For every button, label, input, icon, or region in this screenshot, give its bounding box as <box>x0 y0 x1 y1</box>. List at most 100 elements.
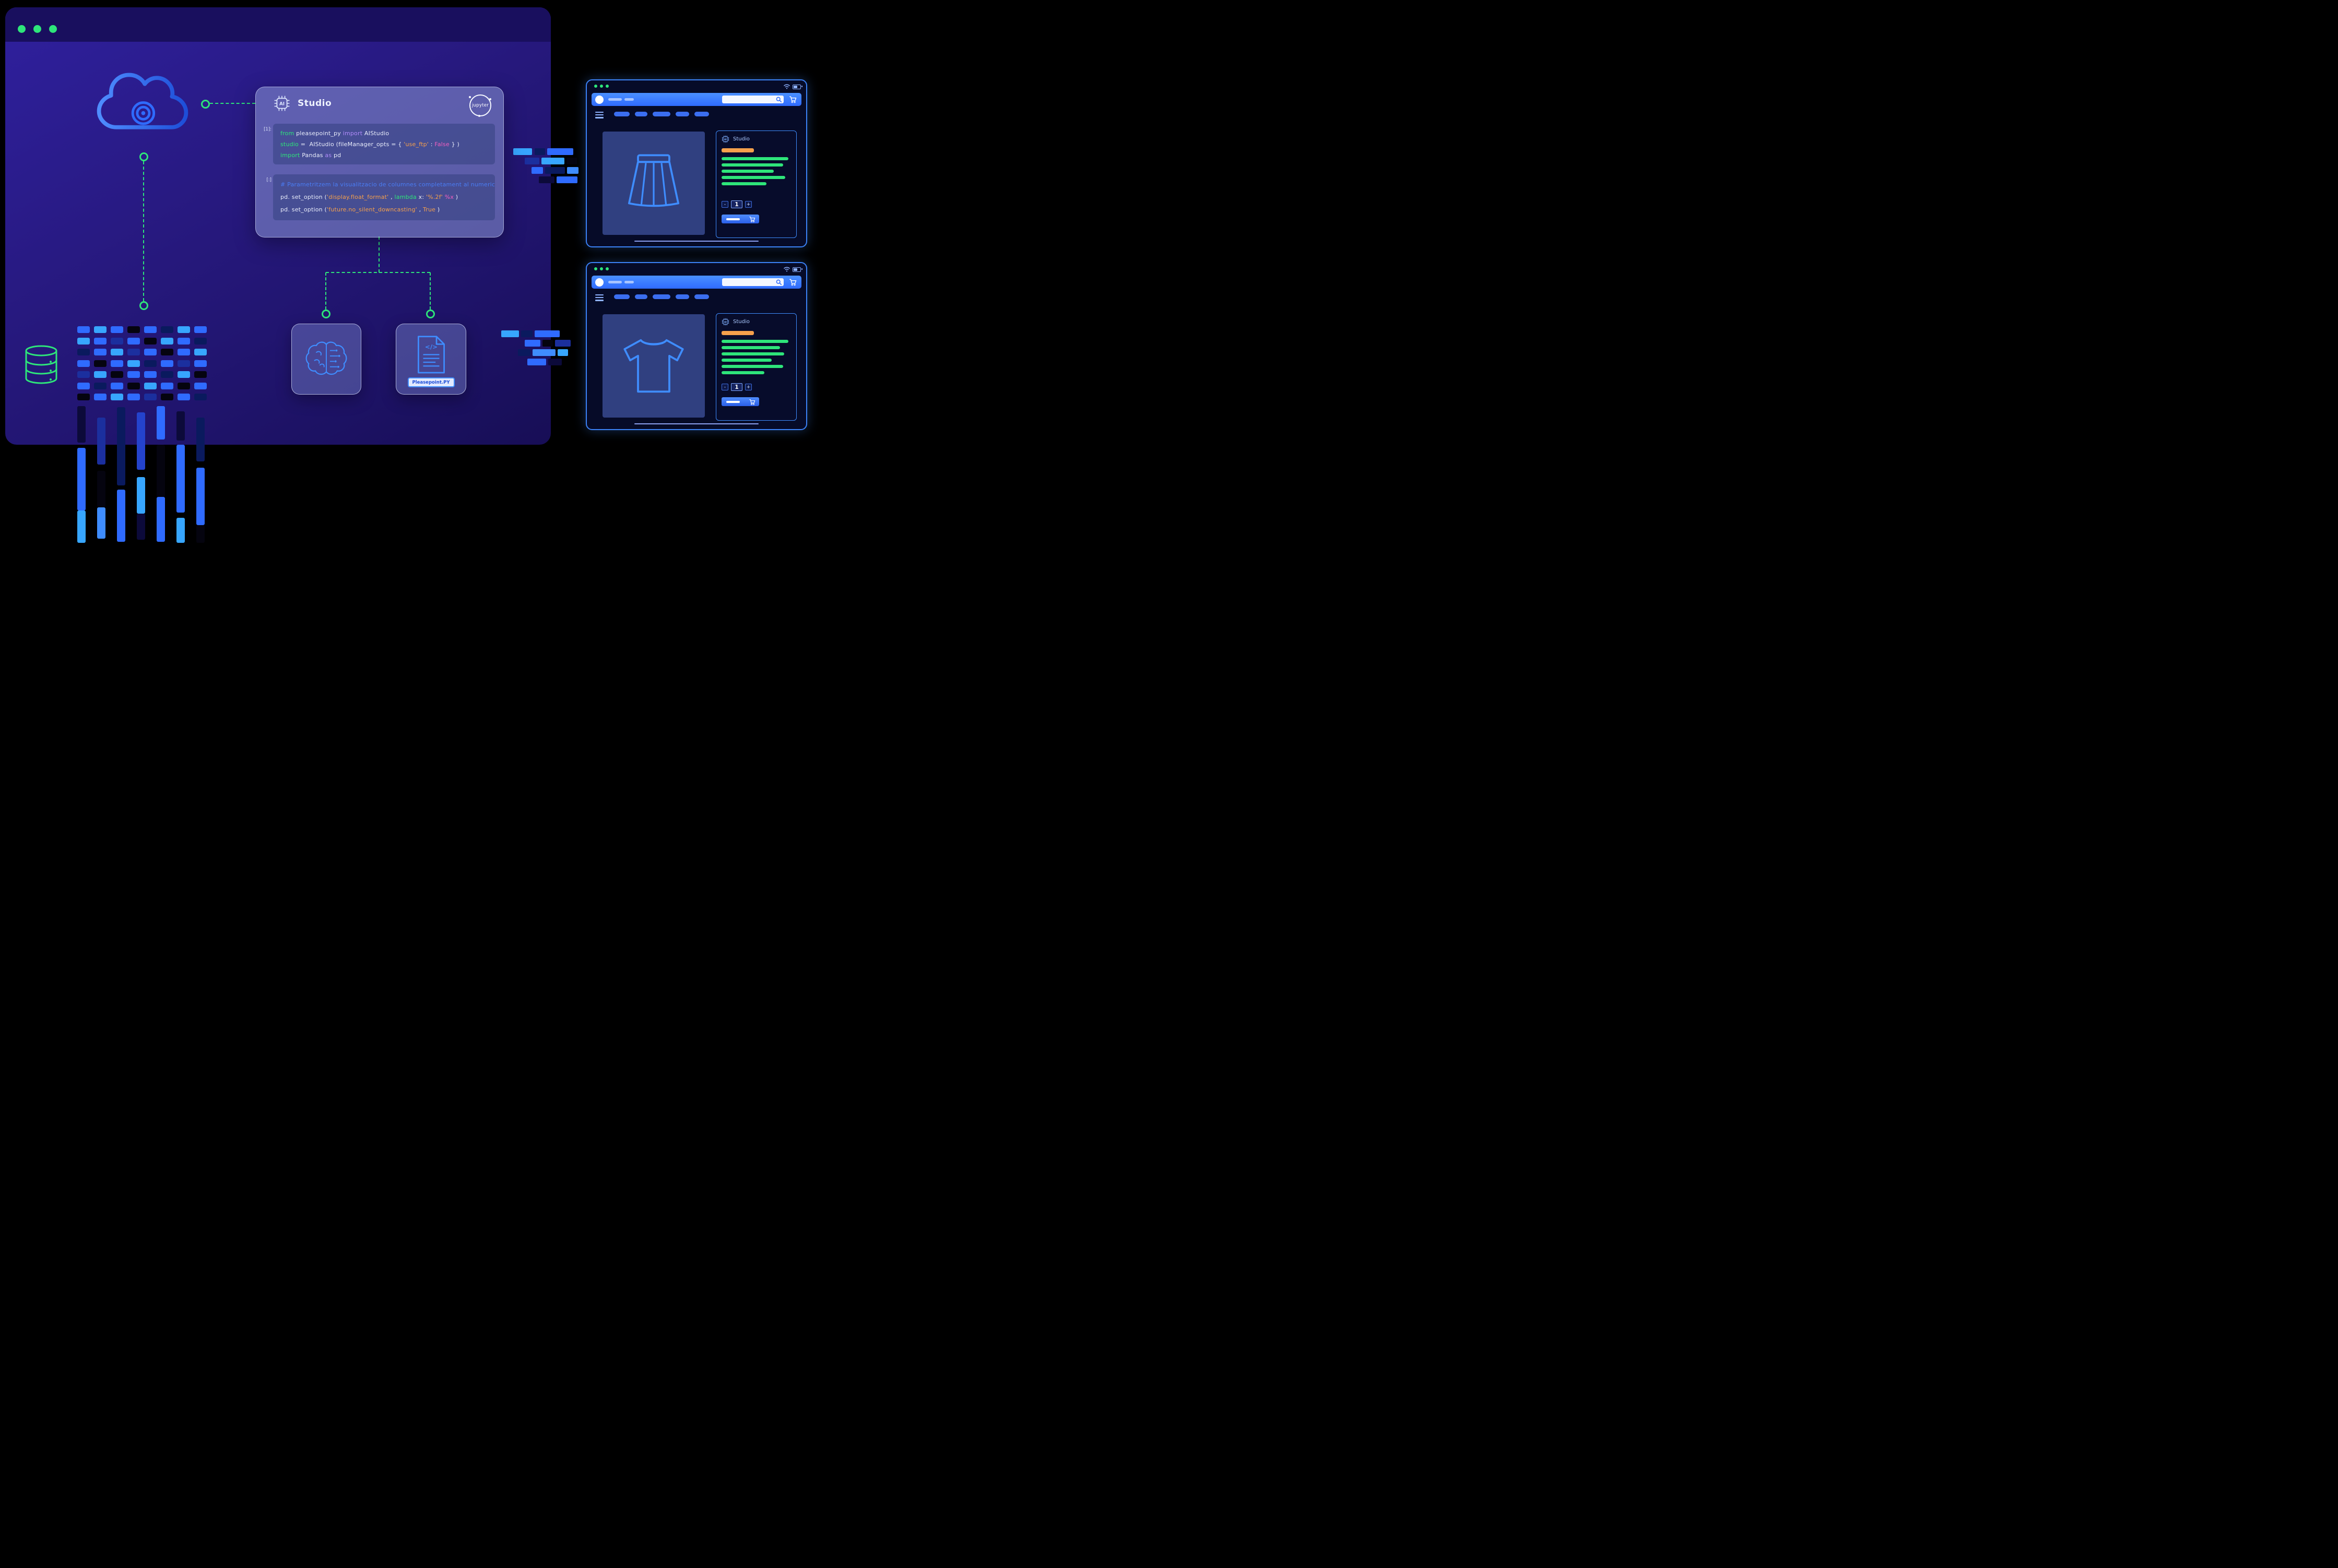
description-lines <box>722 157 789 188</box>
panel-title: Studio <box>298 98 332 109</box>
data-mosaic <box>77 326 207 400</box>
nav-link-pill[interactable] <box>676 112 689 116</box>
browser-traffic-light[interactable] <box>600 85 603 88</box>
footer-divider <box>634 240 759 242</box>
code-file-icon: </> <box>417 336 445 374</box>
ai-chip-icon: AI <box>722 135 729 143</box>
browser-traffic-light[interactable] <box>606 267 609 270</box>
qty-increase-button[interactable]: + <box>745 201 752 208</box>
qty-increase-button[interactable]: + <box>745 384 752 390</box>
address-pill <box>624 98 634 101</box>
illustration-canvas: AI Studio jupyter [1]: from pleasepoint_… <box>0 0 818 549</box>
svg-text:AI: AI <box>724 138 727 141</box>
cart-icon <box>749 216 755 222</box>
connector-cloud-to-data <box>143 161 144 301</box>
connector-branch-left <box>325 272 326 310</box>
battery-icon <box>793 85 802 89</box>
product-image-area <box>603 314 705 418</box>
connector-branch-right <box>429 272 431 310</box>
browser-address-bar[interactable] <box>592 276 801 289</box>
traffic-light-2[interactable] <box>33 25 41 33</box>
nav-link-pill[interactable] <box>676 294 689 299</box>
battery-icon <box>793 267 802 272</box>
add-to-cart-button[interactable] <box>722 215 759 223</box>
code-cell-1[interactable]: from pleasepoint_py import AIStudio stud… <box>273 124 495 164</box>
search-icon <box>776 279 782 286</box>
connector-panel-down <box>378 236 380 272</box>
site-logo-circle[interactable] <box>595 278 604 287</box>
nav-link-pill[interactable] <box>614 112 630 116</box>
site-logo-circle[interactable] <box>595 95 604 104</box>
code-line: from pleasepoint_py import AIStudio <box>280 130 389 137</box>
address-pill <box>608 281 622 283</box>
connector-cloud-to-panel <box>210 103 255 104</box>
cell-prompt: [1]: <box>264 127 271 132</box>
code-line: studio = AIStudio (fileManager_opts = { … <box>280 141 460 148</box>
price-bar <box>722 148 754 152</box>
code-line: # Parametritzem la visualitzacio de colu… <box>280 181 495 188</box>
connector-branch <box>326 272 430 273</box>
panel-title: Studio <box>733 319 750 325</box>
browser-traffic-light[interactable] <box>600 267 603 270</box>
product-image-area <box>603 132 705 235</box>
skirt-icon <box>628 154 680 207</box>
connector-node-cloud-bottom <box>139 152 148 161</box>
browser-address-bar[interactable] <box>592 93 801 106</box>
product-ai-panel: AI Studio - 1 + <box>716 313 797 421</box>
wifi-icon <box>784 84 790 89</box>
nav-link-pill[interactable] <box>614 294 630 299</box>
window-titlebar <box>5 7 551 42</box>
nav-link-pill[interactable] <box>635 112 647 116</box>
search-input[interactable] <box>722 96 784 103</box>
footer-divider <box>634 423 759 424</box>
cell-prompt: [:] <box>266 177 272 183</box>
code-line: import Pandas as pd <box>280 152 341 159</box>
add-to-cart-button[interactable] <box>722 397 759 406</box>
search-icon <box>776 97 782 103</box>
browser-traffic-light[interactable] <box>594 85 597 88</box>
nav-link-pill[interactable] <box>694 294 709 299</box>
nav-link-pill[interactable] <box>694 112 709 116</box>
address-pill <box>608 98 622 101</box>
ai-chip-icon: AI <box>722 318 729 326</box>
browser-window-tshirt: AI Studio - 1 + <box>586 262 807 430</box>
menu-icon[interactable] <box>595 112 604 120</box>
menu-icon[interactable] <box>595 294 604 303</box>
ai-studio-panel: AI Studio jupyter [1]: from pleasepoint_… <box>255 87 504 237</box>
product-ai-panel: AI Studio - 1 + <box>716 130 797 238</box>
connector-node-cloud-right <box>200 99 210 109</box>
cart-icon <box>749 399 755 405</box>
connector-node-above-mosaic <box>139 301 148 310</box>
nav-link-pill[interactable] <box>653 112 670 116</box>
qty-decrease-button[interactable]: - <box>722 384 728 390</box>
browser-traffic-light[interactable] <box>594 267 597 270</box>
cart-icon[interactable] <box>789 278 797 286</box>
code-cell-2[interactable]: # Parametritzem la visualitzacio de colu… <box>273 174 495 220</box>
ai-chip-icon: AI <box>274 96 290 111</box>
ml-model-box <box>291 324 361 395</box>
traffic-light-1[interactable] <box>18 25 26 33</box>
browser-traffic-light[interactable] <box>606 85 609 88</box>
database-icon <box>25 345 57 384</box>
cart-icon[interactable] <box>789 96 797 103</box>
script-file-box: </> Pleasepoint.PY <box>396 324 466 395</box>
svg-text:</>: </> <box>424 343 437 350</box>
svg-text:AI: AI <box>279 102 285 107</box>
button-label-dash <box>726 401 740 403</box>
nav-link-pill[interactable] <box>635 294 647 299</box>
connector-node-brain <box>321 309 330 318</box>
description-lines <box>722 340 789 377</box>
jupyter-logo: jupyter <box>468 93 492 117</box>
panel-title: Studio <box>733 136 750 142</box>
tshirt-icon <box>623 339 684 393</box>
qty-decrease-button[interactable]: - <box>722 201 728 208</box>
search-input[interactable] <box>722 278 784 286</box>
code-line: pd. set_option ('future.no_silent_downca… <box>280 206 440 213</box>
nav-link-pill[interactable] <box>653 294 670 299</box>
traffic-light-3[interactable] <box>49 25 57 33</box>
price-bar <box>722 331 754 335</box>
button-label-dash <box>726 218 740 220</box>
address-pill <box>624 281 634 283</box>
code-line: pd. set_option ('display.float_format' ,… <box>280 194 458 200</box>
browser-window-skirt: AI Studio - 1 + <box>586 79 807 247</box>
